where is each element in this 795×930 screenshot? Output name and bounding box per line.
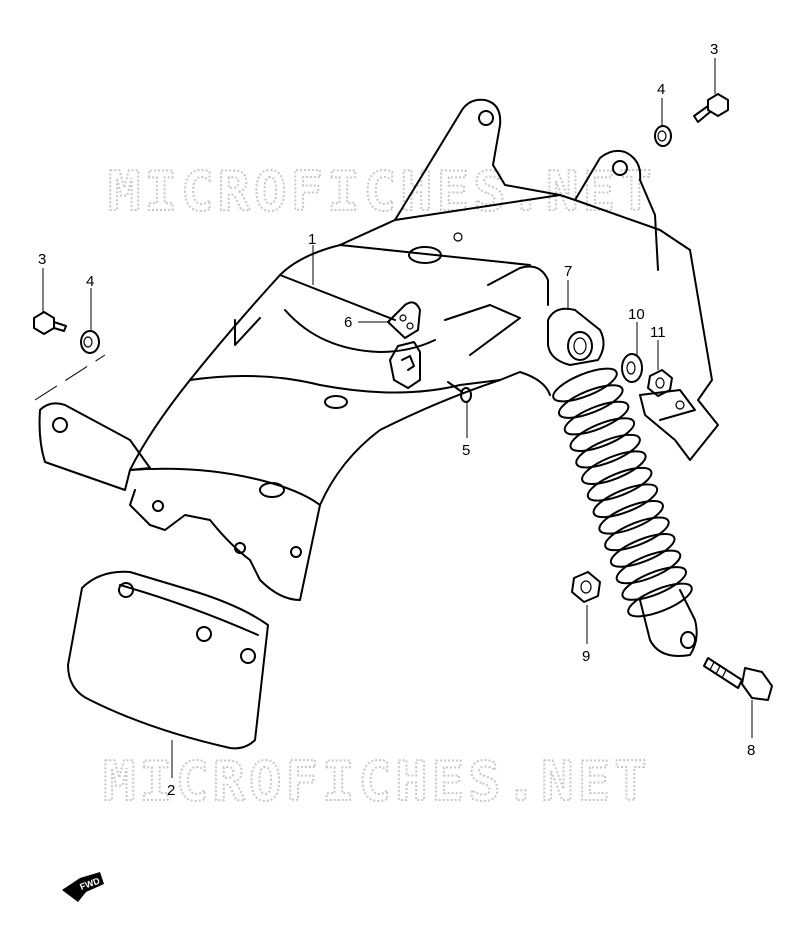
forward-arrow-icon: FWD [62,872,104,902]
watermark-bottom: MICROFICHES.NET [103,750,651,813]
spring-coil [592,483,659,519]
callout-11: 11 [650,324,666,341]
spring-coil [563,400,630,436]
callout-7: 7 [564,263,572,280]
washer-right [654,125,672,147]
callout-9: 9 [582,648,590,665]
callout-1: 1 [308,231,316,248]
spring-coil [581,450,647,486]
spring-coil [557,384,624,419]
screw [447,381,472,403]
bolt-right [693,93,729,123]
callout-5: 5 [462,442,470,459]
mud-flap [67,570,269,750]
callout-8: 8 [747,742,755,759]
rear-fender-frame [38,98,719,601]
washer-left [80,330,100,354]
spring-coil [604,516,670,552]
spring-coil [569,417,636,452]
callout-4-left: 4 [86,273,94,290]
bolt-left [33,311,67,335]
spring-coil [586,466,653,502]
spring-coil [609,533,676,568]
nut-11 [647,369,673,397]
callout-6: 6 [344,314,352,331]
shock-absorber [547,307,698,657]
spring-coil [575,433,641,469]
callout-2: 2 [167,782,175,799]
spring-coil [598,499,664,535]
spring-coil [615,549,682,585]
spring-coil [552,367,618,403]
nut [571,571,601,603]
leader-lines [34,58,753,778]
callout-10: 10 [628,306,645,323]
callout-3-right: 3 [710,41,718,58]
watermark-top: MICROFICHES.NET [108,160,656,223]
lower-bolt [703,657,773,701]
washer-10 [621,353,643,383]
callout-3-left: 3 [38,251,46,268]
spring-coil [621,566,688,601]
callout-4-right: 4 [657,81,665,98]
spring-coil [627,582,693,618]
